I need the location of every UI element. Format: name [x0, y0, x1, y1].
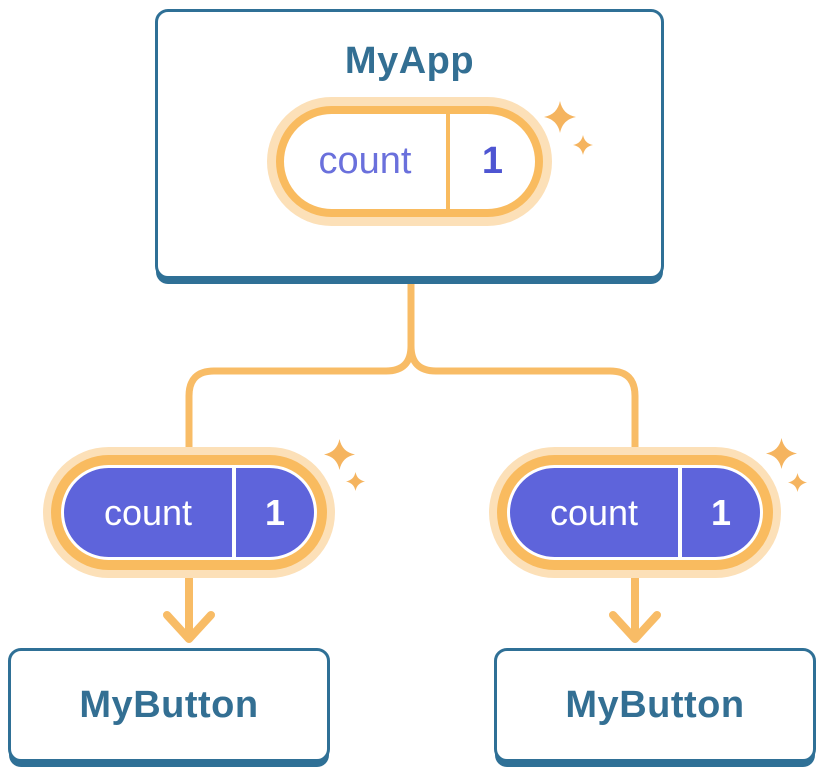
- pill-divider: [678, 468, 682, 557]
- child-component-card-left: MyButton: [8, 648, 330, 762]
- prop-pill-right: count 1: [489, 447, 781, 578]
- state-pill-body: count 1: [276, 106, 543, 217]
- sparkle-icon: [346, 472, 365, 491]
- sparkle-icon: [573, 135, 593, 155]
- prop-pill-left: count 1: [43, 447, 335, 578]
- sparkle-icon: [324, 439, 355, 470]
- connector-right-branch: [407, 282, 639, 453]
- sparkle-icon: [544, 101, 576, 133]
- connector-left-branch: [185, 282, 415, 453]
- child-component-name: MyButton: [565, 683, 745, 726]
- sparkle-icon: [788, 473, 807, 492]
- arrow-down-icon: [609, 611, 661, 643]
- prop-key-label: count: [103, 491, 193, 533]
- child-component-card-right: MyButton: [494, 648, 816, 762]
- pill-divider: [446, 114, 450, 209]
- state-value-label: 1: [481, 140, 504, 182]
- prop-value-label: 1: [264, 491, 286, 533]
- prop-key-label: count: [549, 491, 639, 533]
- sparkle-icon: [766, 438, 797, 469]
- prop-pill-body: count 1: [507, 465, 763, 560]
- prop-pill-ring: count 1: [51, 455, 327, 570]
- state-key-label: count: [318, 140, 412, 182]
- prop-value-label: 1: [710, 491, 732, 533]
- arrow-down-icon: [163, 611, 215, 643]
- child-component-name: MyButton: [79, 683, 259, 726]
- state-pill: count 1: [267, 97, 552, 226]
- prop-pill-body: count 1: [61, 465, 317, 560]
- root-component-name: MyApp: [344, 40, 475, 82]
- prop-pill-ring: count 1: [497, 455, 773, 570]
- pill-divider: [232, 468, 236, 557]
